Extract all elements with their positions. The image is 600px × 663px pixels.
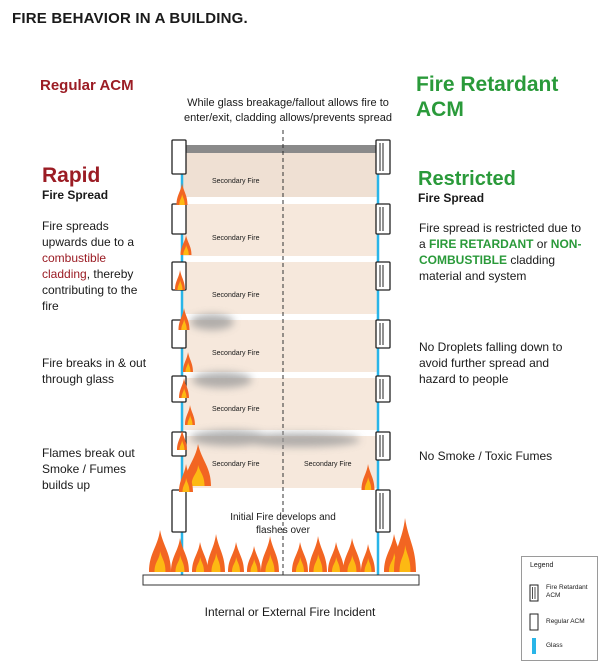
- fire-retardant-acm-heading: Fire Retardant ACM: [416, 73, 559, 121]
- smoke-clouds: [190, 314, 360, 447]
- ground-flame-9: [328, 542, 344, 572]
- restricted-heading: Restricted: [418, 168, 516, 190]
- legend: Legend Fire Retardant ACM Regular ACM Gl…: [521, 556, 598, 661]
- ground-flame-2: [192, 542, 208, 572]
- glass-swatch-icon: [532, 638, 536, 654]
- roof-slab: [182, 145, 378, 153]
- rapid-fire-spread-label: Fire Spread: [42, 188, 109, 202]
- ground-flame-4: [228, 542, 244, 572]
- left-desc-spread-post: , thereby contributing to the fire: [42, 267, 138, 313]
- ground-flame-8: [309, 536, 327, 572]
- secondary-fire-label-3: Secondary Fire: [212, 292, 260, 299]
- facade-flame-3: [178, 308, 190, 330]
- secondary-fire-label-right: Secondary Fire: [304, 461, 352, 468]
- ground-flame-5: [247, 546, 261, 572]
- left-desc-flames: Flames break out Smoke / Fumes builds up: [42, 446, 135, 492]
- rapid-heading: Rapid: [42, 164, 101, 187]
- regular-acm-swatch-icon: [529, 613, 539, 631]
- left-desc-spread-highlight: combustible cladding: [42, 251, 107, 281]
- secondary-fire-label-5: Secondary Fire: [212, 406, 260, 413]
- ground-flame-11: [361, 544, 375, 572]
- ground-slab: [142, 574, 420, 586]
- incident-label: Internal or External Fire Incident: [204, 605, 376, 619]
- right-desc-restricted-mid: or: [533, 237, 551, 251]
- restricted-fire-spread-label: Fire Spread: [418, 191, 485, 205]
- right-desc-fire-retardant: FIRE RETARDANT: [429, 237, 534, 251]
- right-desc-restricted: Fire spread is restricted due to a FIRE …: [419, 220, 589, 284]
- floor-3: [182, 262, 378, 314]
- legend-label-glass: Glass: [546, 642, 563, 649]
- ground-flame-1: [171, 538, 189, 572]
- secondary-fire-label-4: Secondary Fire: [212, 350, 260, 357]
- ground-flame-0: [149, 530, 171, 572]
- facade-flame-9: [179, 464, 193, 492]
- right-desc-non-combustible: NON-COMBUSTIBLE: [419, 237, 582, 267]
- facade-flame-1: [180, 235, 192, 255]
- secondary-fire-label-1: Secondary Fire: [212, 178, 260, 185]
- ground-flame-13: [394, 518, 416, 572]
- legend-label-fire-retardant: Fire Retardant ACM: [546, 584, 588, 599]
- right-desc-droplets: No Droplets falling down to avoid furthe…: [419, 340, 563, 386]
- page-title: FIRE BEHAVIOR IN A BUILDING.: [12, 10, 248, 27]
- left-desc-spread-pre: Fire spreads upwards due to a: [42, 219, 135, 249]
- ground-flame-7: [292, 542, 308, 572]
- floor-2: [182, 204, 378, 256]
- right-desc-restricted-post: cladding material and system: [419, 253, 556, 283]
- facade-flame-2: [175, 270, 185, 290]
- facade-flame-6: [185, 405, 195, 425]
- secondary-fire-label-2: Secondary Fire: [212, 235, 260, 242]
- floor-1: [182, 145, 378, 197]
- left-desc-spread: Fire spreads upwards due to a combustibl…: [42, 218, 157, 314]
- glass-cladding-note: While glass breakage/fallout allows fire…: [184, 97, 392, 124]
- fire-retardant-acm-panels: [375, 139, 391, 533]
- ground-flame-6: [261, 536, 279, 572]
- facade-flame-0: [176, 183, 188, 205]
- ground-flame-3: [207, 534, 225, 572]
- regular-acm-heading: Regular ACM: [40, 77, 134, 94]
- left-desc-glass: Fire breaks in & out through glass: [42, 356, 147, 386]
- facade-flame-8: [185, 444, 211, 486]
- right-desc-smoke: No Smoke / Toxic Fumes: [419, 449, 553, 463]
- facade-flame-4: [183, 352, 193, 372]
- flames: [149, 183, 416, 572]
- ground-flame-10: [343, 538, 361, 572]
- right-desc-restricted-pre: Fire spread is restricted due to a: [419, 221, 582, 251]
- right-floor-flame: [361, 464, 375, 490]
- building-floors: [182, 145, 378, 570]
- fire-retardant-acm-swatch-icon: [529, 584, 539, 602]
- legend-label-regular-acm: Regular ACM: [546, 618, 585, 625]
- legend-title: Legend: [530, 562, 554, 569]
- secondary-fire-label-6: Secondary Fire: [212, 461, 260, 468]
- initial-fire-label: Initial Fire develops and flashes over: [230, 512, 336, 536]
- facade-flame-5: [179, 378, 189, 398]
- facade-flame-7: [177, 430, 187, 450]
